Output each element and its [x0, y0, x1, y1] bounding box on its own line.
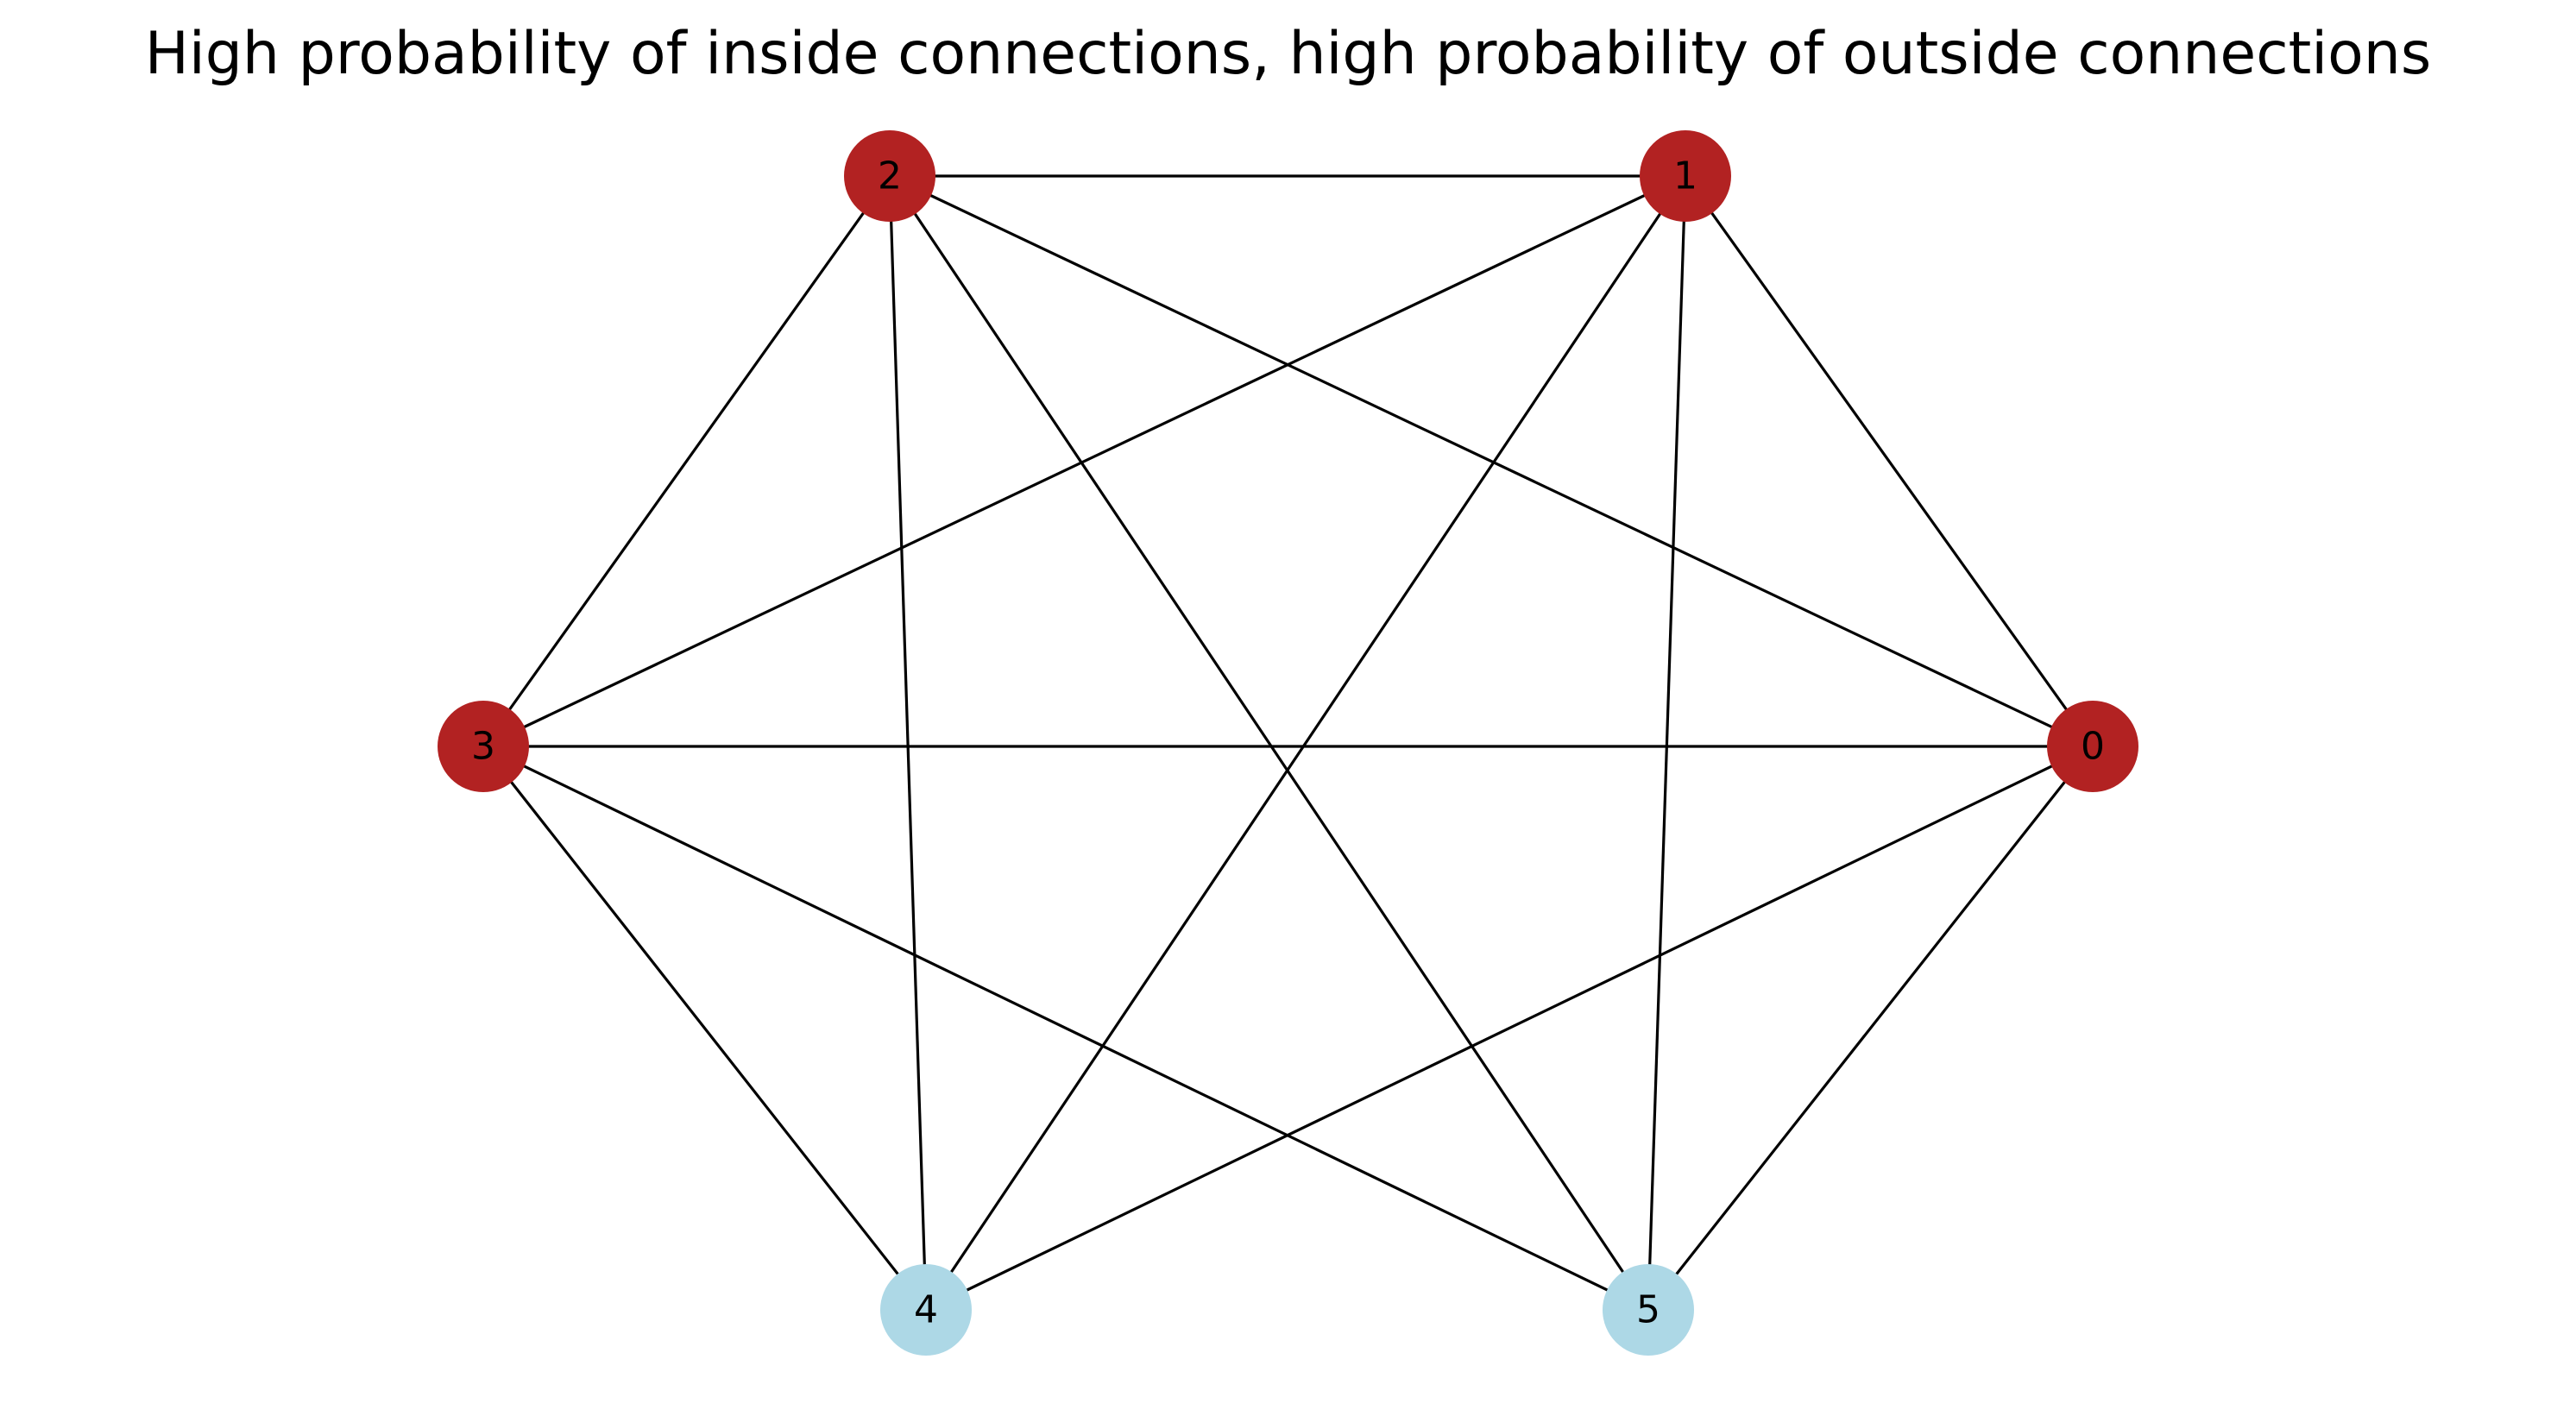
- node-label-1: 1: [1673, 154, 1697, 198]
- node-circle-1: [1640, 130, 1731, 222]
- node-circle-4: [880, 1264, 972, 1356]
- edge-0-5: [1647, 746, 2094, 1311]
- nodes-layer: 0 1 2 3 4 5: [438, 130, 2138, 1356]
- node-label-2: 2: [878, 154, 902, 198]
- node-circle-5: [1603, 1264, 1694, 1356]
- edge-0-4: [925, 745, 2094, 1312]
- edge-1-0: [1684, 175, 2094, 747]
- node-5: 5: [1603, 1264, 1694, 1356]
- edge-2-3: [482, 175, 891, 747]
- edge-1-3: [482, 174, 1686, 748]
- node-circle-3: [438, 701, 529, 792]
- edges-layer: [482, 174, 2094, 1312]
- figure-title: High probability of inside connections, …: [144, 20, 2432, 88]
- node-2: 2: [844, 130, 935, 222]
- node-3: 3: [438, 701, 529, 792]
- edge-1-4: [924, 175, 1687, 1311]
- node-circle-2: [844, 130, 935, 222]
- edge-3-5: [482, 745, 1649, 1312]
- node-4: 4: [880, 1264, 972, 1356]
- edge-2-0: [889, 174, 2094, 748]
- node-1: 1: [1640, 130, 1731, 222]
- node-label-0: 0: [2081, 725, 2105, 769]
- edge-2-4: [888, 175, 928, 1311]
- node-label-5: 5: [1636, 1288, 1660, 1332]
- edge-1-5: [1647, 175, 1687, 1311]
- node-0: 0: [2047, 701, 2138, 792]
- edge-3-4: [482, 746, 928, 1311]
- node-circle-0: [2047, 701, 2138, 792]
- node-label-3: 3: [471, 725, 495, 769]
- node-label-4: 4: [914, 1288, 938, 1332]
- edge-2-5: [888, 175, 1650, 1311]
